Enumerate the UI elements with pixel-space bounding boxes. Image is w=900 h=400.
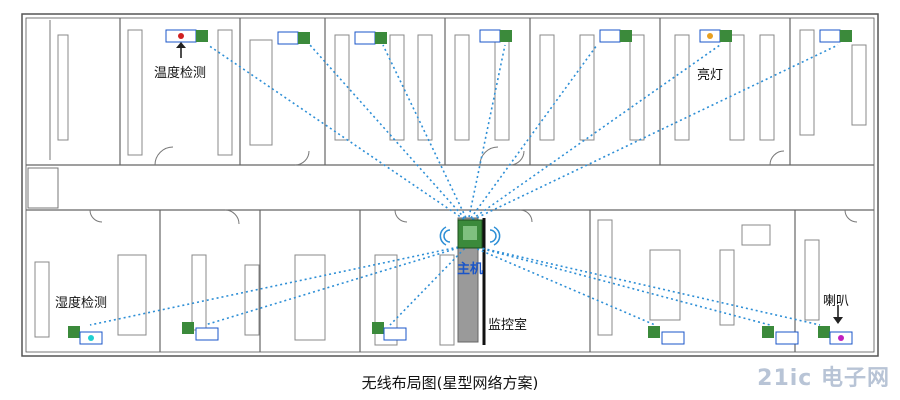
sensor-node-top-4 (479, 29, 512, 43)
label-humidity-detect: 湿度检测 (55, 296, 108, 311)
outer-walls (21, 13, 879, 357)
stair-block (27, 20, 59, 209)
sensor-node-bottom-5 (762, 326, 799, 345)
bottom-furniture (34, 219, 820, 346)
sensor-node-light (699, 29, 732, 43)
sensor-node-temp (165, 29, 208, 43)
network-links (89, 44, 839, 326)
top-room-walls (119, 18, 791, 165)
host-node (457, 219, 483, 249)
arrow-icons (176, 42, 843, 324)
sensor-node-speaker (818, 326, 853, 345)
label-monitor-room: 监控室 (488, 318, 528, 333)
sensor-node-top-2 (277, 31, 310, 45)
label-light: 亮灯 (697, 68, 724, 83)
sensor-node-top-5 (599, 29, 632, 43)
sensor-node-top-7 (819, 29, 852, 43)
label-host: 主机 (457, 262, 484, 277)
sensor-node-bottom-3 (372, 322, 407, 341)
door-arcs (89, 146, 858, 225)
watermark-logo: 21ic 电子网 (757, 366, 890, 391)
wifi-icon-host-left (439, 226, 501, 246)
sensor-node-humidity (68, 326, 103, 345)
corridor-walls (26, 164, 874, 211)
label-speaker: 喇叭 (823, 294, 850, 309)
sensor-node-bottom-4 (648, 326, 685, 345)
top-furniture (57, 29, 867, 156)
label-temp-detect: 温度检测 (154, 66, 207, 81)
sensor-node-bottom-2 (182, 322, 219, 341)
bottom-room-walls (159, 210, 796, 352)
diagram-caption: 无线布局图(星型网络方案) (361, 374, 539, 392)
sensor-node-top-3 (354, 31, 387, 45)
